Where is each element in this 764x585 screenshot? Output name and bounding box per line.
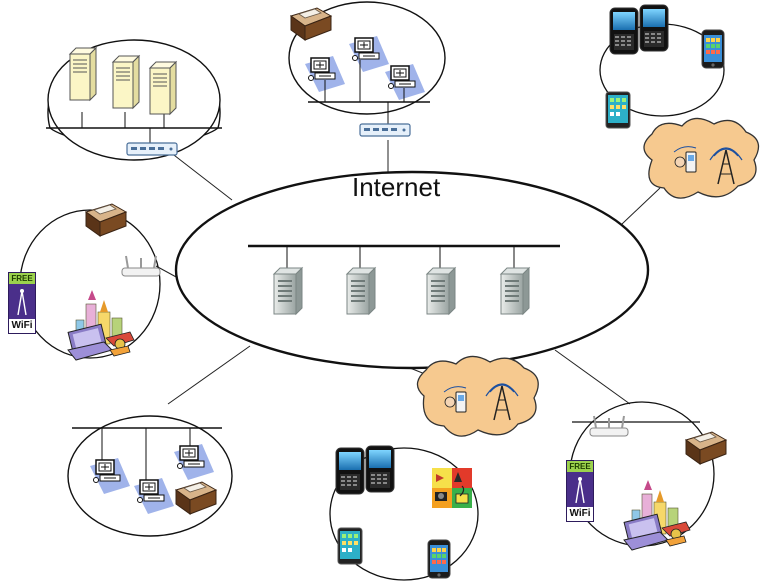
smartphone-icon xyxy=(639,4,669,52)
workstation-lan xyxy=(288,1,446,137)
antenna-icon xyxy=(575,477,585,503)
rack-server-icon xyxy=(426,267,456,315)
cloud-bottom xyxy=(416,355,539,437)
smartphone-icon xyxy=(609,7,639,55)
mobile-group-bottom xyxy=(329,355,539,581)
smartphone-icon xyxy=(365,445,395,493)
wifi-label: WiFi xyxy=(9,319,35,333)
laptop-city-icon xyxy=(623,479,691,551)
router-icon xyxy=(359,123,411,137)
smartphone-icon xyxy=(337,527,363,565)
free-label: FREE xyxy=(9,273,35,284)
smartphone-icon xyxy=(701,29,725,69)
multimedia-icon xyxy=(431,467,473,509)
internet-ellipse xyxy=(174,170,650,370)
free-wifi-badge-icon: FREE WiFi xyxy=(566,460,594,522)
printer-icon xyxy=(85,203,127,237)
wifi-label: WiFi xyxy=(567,507,593,521)
wireless-access-point-icon xyxy=(121,255,161,277)
wifi-group-left xyxy=(19,203,161,361)
smartphone-icon xyxy=(335,447,365,495)
smartphone-icon xyxy=(605,91,631,129)
server-lan xyxy=(46,39,222,161)
laptop-city-icon xyxy=(67,289,135,361)
server-tower-icon xyxy=(149,61,177,115)
antenna-icon xyxy=(17,289,27,315)
printer-icon xyxy=(685,431,727,465)
rack-server-icon xyxy=(500,267,530,315)
mobile-group-top xyxy=(599,4,760,199)
smartphone-icon xyxy=(427,539,451,579)
router-icon xyxy=(126,142,178,156)
free-label: FREE xyxy=(567,461,593,472)
server-tower-icon xyxy=(69,47,97,101)
cloud-top xyxy=(643,117,760,199)
rack-server-icon xyxy=(346,267,376,315)
backbone-drops xyxy=(286,246,515,268)
server-tower-icon xyxy=(112,55,140,109)
workstation-lan-bottom xyxy=(67,415,233,537)
rack-server-icon xyxy=(273,267,303,315)
free-wifi-badge-icon: FREE WiFi xyxy=(8,272,36,334)
internet-label: Internet xyxy=(352,172,441,202)
